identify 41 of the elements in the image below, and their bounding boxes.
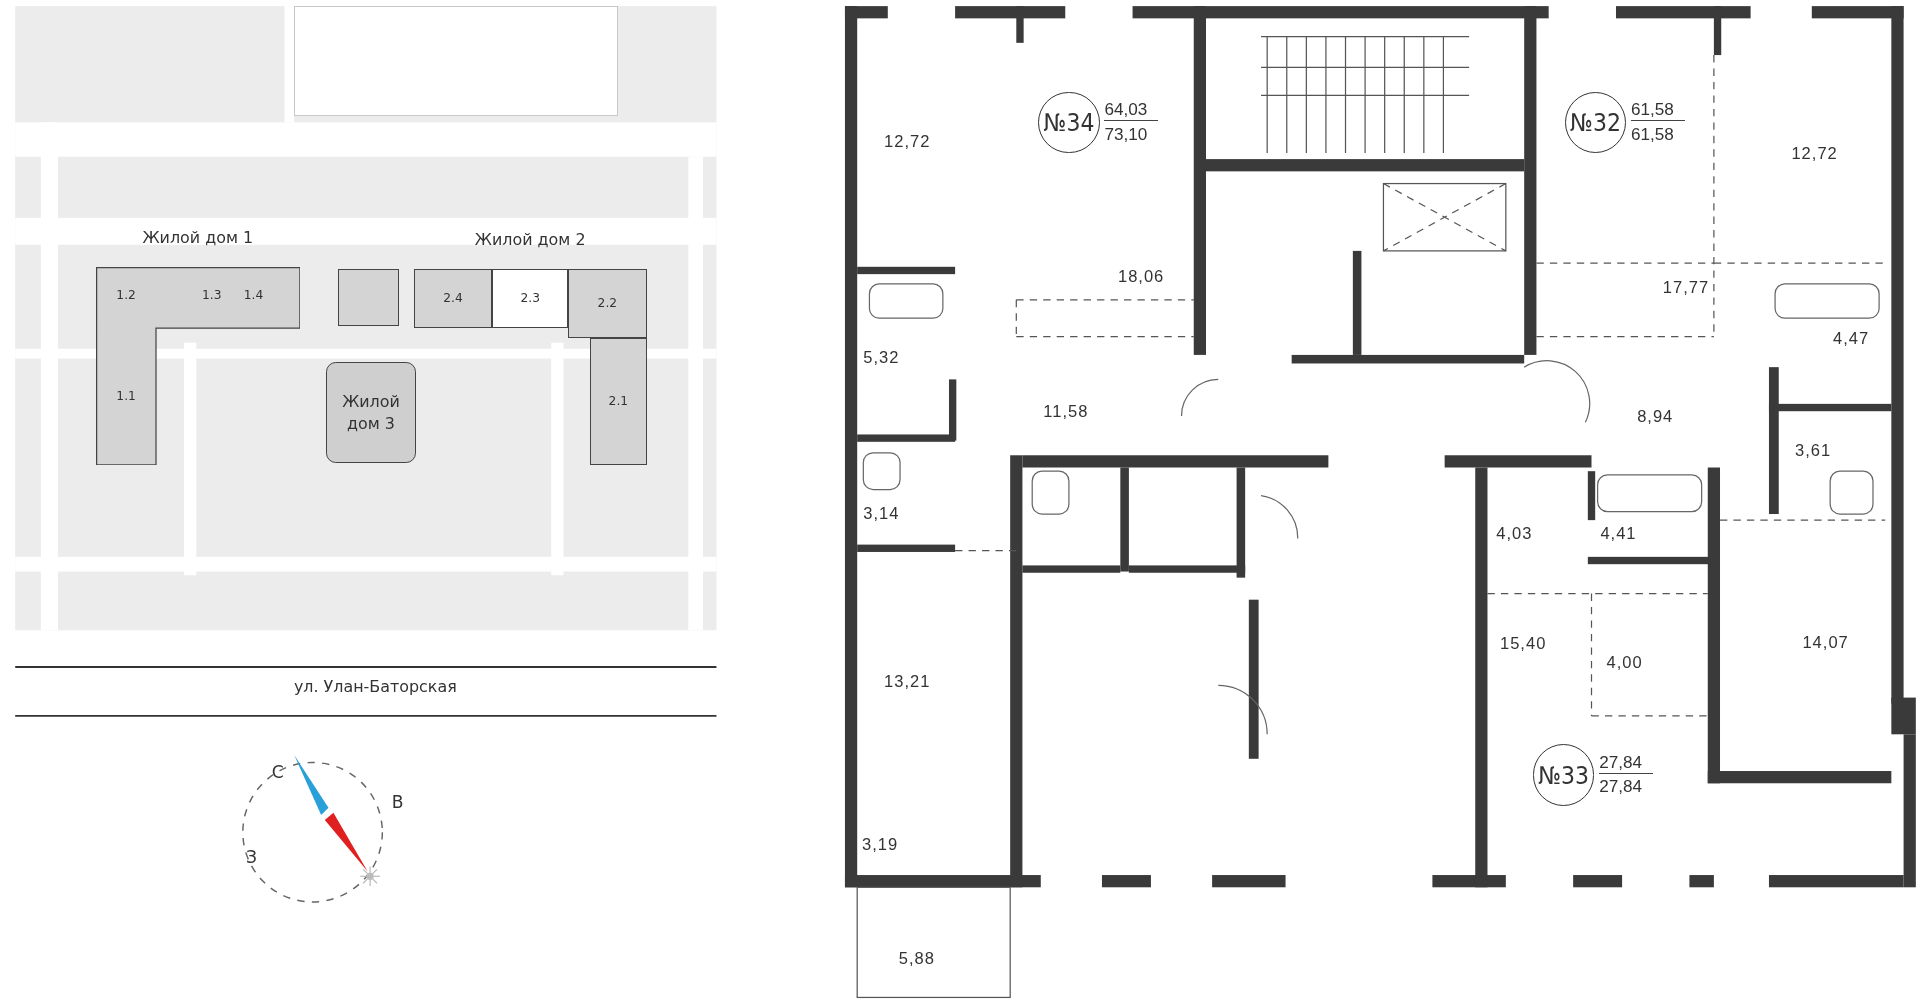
building-heading: Жилой дом 1: [141, 227, 255, 247]
compass-letter: С: [271, 761, 284, 782]
area-value: 61,58: [1631, 123, 1675, 145]
building-heading: Жилой дом 2: [473, 230, 587, 250]
room-area: 4,47: [1833, 329, 1870, 350]
building-block: 2.1: [590, 337, 647, 466]
room-area: 5,88: [898, 948, 935, 969]
area-value: 61,58: [1631, 99, 1685, 122]
room-area: 18,06: [1117, 266, 1165, 287]
room-area: 15,40: [1500, 634, 1547, 655]
section-number: 1.1: [115, 389, 137, 404]
section-number: 1.3: [201, 287, 223, 302]
building-block: 2.3: [492, 269, 569, 329]
room-area: 3,14: [863, 504, 900, 525]
room-area: 8,94: [1637, 406, 1674, 427]
section-number: 1.4: [242, 287, 265, 302]
room-area: 17,77: [1662, 277, 1710, 298]
room-area: 5,32: [863, 347, 900, 368]
area-value: 64,03: [1104, 99, 1159, 122]
area-value: 27,84: [1599, 776, 1644, 798]
room-area: 4,03: [1496, 524, 1533, 545]
street-name: ул. Улан-Баторская: [293, 677, 458, 697]
room-area: 3,61: [1795, 440, 1832, 461]
room-area: 3,19: [862, 835, 899, 856]
room-area: 12,72: [1791, 144, 1838, 165]
building-block: [337, 269, 400, 326]
building-block: [293, 6, 619, 117]
room-area: 4,00: [1606, 652, 1643, 673]
room-area: 11,58: [1043, 401, 1089, 422]
compass-letter: З: [246, 847, 258, 868]
building-block: 2.2: [568, 269, 647, 338]
building-block: Жилой дом 3: [325, 362, 417, 463]
building-block: 2.4: [413, 269, 493, 329]
room-area: 14,07: [1802, 633, 1849, 654]
area-value: 73,10: [1104, 123, 1149, 145]
room-area: 12,72: [884, 132, 931, 153]
section-number: 1.2: [115, 287, 137, 302]
compass-letter: В: [391, 792, 404, 813]
room-area: 13,21: [884, 672, 931, 693]
area-value: 27,84: [1599, 751, 1654, 774]
room-area: 4,41: [1600, 524, 1637, 545]
